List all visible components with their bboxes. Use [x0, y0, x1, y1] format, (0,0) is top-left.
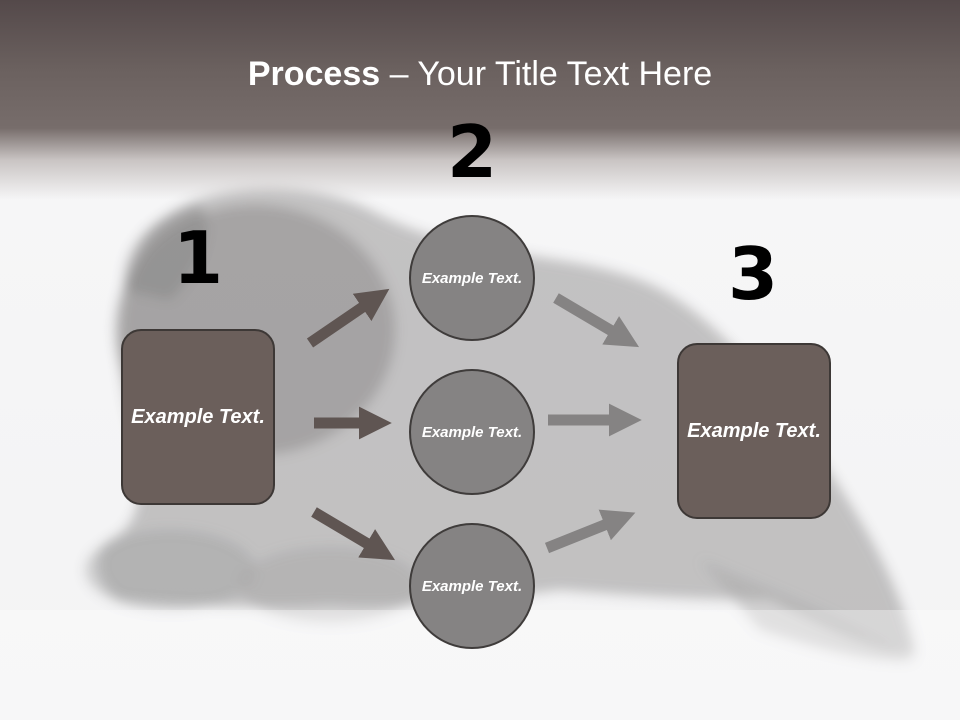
circle-middle-text: Example Text. [421, 423, 523, 441]
circle-top-text: Example Text. [421, 269, 523, 287]
circle-bottom-text: Example Text. [421, 577, 523, 595]
step-number-3: 3 [727, 232, 779, 316]
title-bold: Process [247, 55, 381, 93]
arrow-bottom-to-right [544, 509, 636, 554]
title-rest: – Your Title Text Here [380, 55, 713, 93]
step-number-1: 1 [172, 216, 224, 300]
right-box-text: Example Text. [687, 419, 821, 442]
left-box-text: Example Text. [131, 405, 265, 428]
circle-bottom: Example Text. [409, 523, 535, 649]
title-bar [0, 0, 960, 200]
arrow-left-to-bottom [311, 507, 396, 561]
arrow-top-to-right [553, 293, 640, 348]
arrow-left-to-top [306, 288, 390, 348]
circle-top: Example Text. [409, 215, 535, 341]
step-number-2: 2 [446, 110, 498, 194]
left-process-box: Example Text. [121, 329, 275, 505]
circle-middle: Example Text. [409, 369, 535, 495]
right-process-box: Example Text. [677, 343, 831, 519]
slide-title: Process – Your Title Text Here [0, 52, 960, 96]
